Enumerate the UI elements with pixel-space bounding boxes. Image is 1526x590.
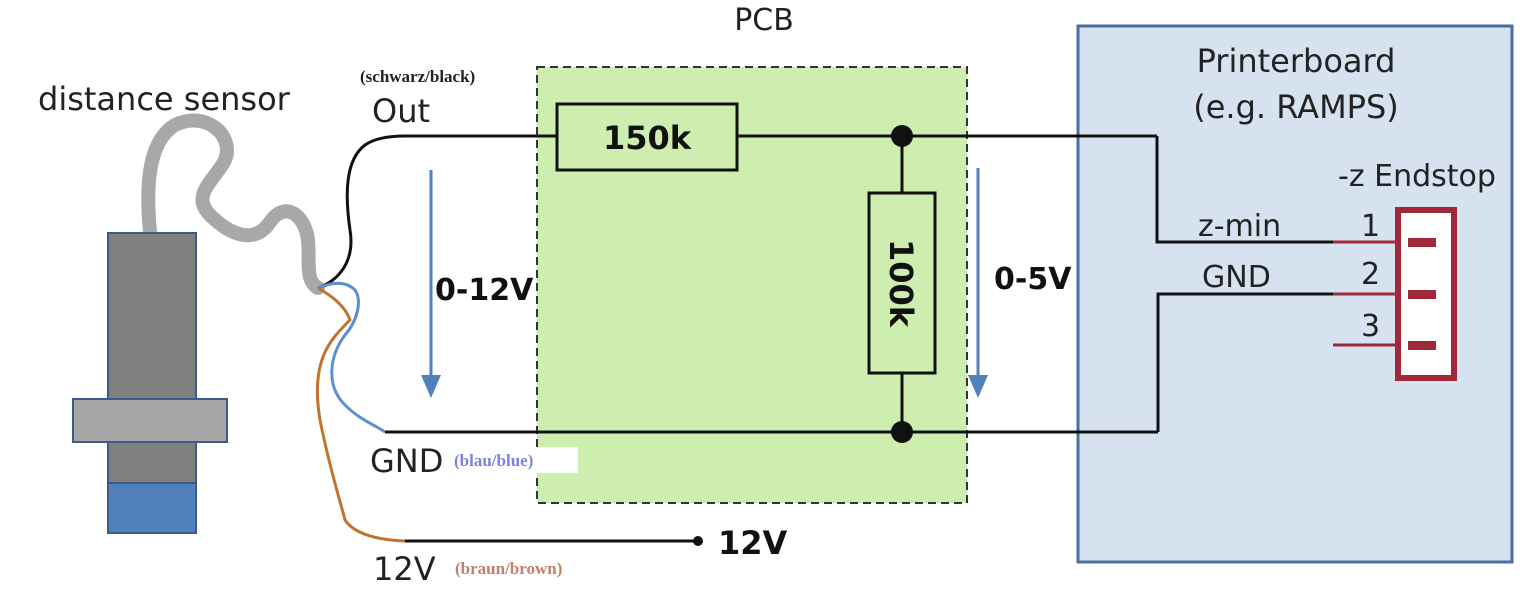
wire-brown-12v xyxy=(315,286,406,543)
resistor-100k-label: 100k xyxy=(882,239,920,328)
printerboard-subtitle: (e.g. RAMPS) xyxy=(1193,88,1399,126)
gnd-label: GND xyxy=(370,442,443,480)
pin-1-number: 1 xyxy=(1361,209,1380,244)
sensor-nut xyxy=(72,398,228,443)
sensor-cable xyxy=(141,113,325,295)
sensor-title: distance sensor xyxy=(38,80,291,118)
out-color-note: (schwarz/black) xyxy=(360,67,475,86)
arrow-input-head xyxy=(421,375,441,398)
wire-blue-gnd xyxy=(317,281,386,434)
resistor-100k xyxy=(867,191,937,375)
v12-color-note: (braun/brown) xyxy=(455,559,562,578)
pin-1 xyxy=(1408,238,1436,247)
terminal-12v-label: 12V xyxy=(718,524,788,562)
v12-label: 12V xyxy=(373,550,436,588)
pin-zmin-label: z-min xyxy=(1198,209,1281,244)
junction-bottom xyxy=(891,421,913,443)
out-label: Out xyxy=(372,92,430,130)
pin-3-number: 3 xyxy=(1361,309,1380,344)
endstop-title: -z Endstop xyxy=(1338,159,1496,194)
pin-3 xyxy=(1408,341,1436,350)
arrow-output-head xyxy=(968,375,988,398)
junction-top xyxy=(891,125,913,147)
pin-gnd-label: GND xyxy=(1202,260,1271,295)
resistor-150k-label: 150k xyxy=(603,119,692,157)
pin-2-number: 2 xyxy=(1361,257,1380,292)
voltage-input-label: 0-12V xyxy=(435,273,534,308)
resistor-150k xyxy=(555,102,739,172)
trace-zmin xyxy=(1155,136,1333,244)
gnd-note-bg xyxy=(452,447,578,473)
sensor-tip xyxy=(107,482,197,534)
gnd-color-note: (blau/blue) xyxy=(454,451,533,470)
voltage-output-label: 0-5V xyxy=(994,262,1072,297)
pin-2 xyxy=(1408,290,1436,299)
pcb-title: PCB xyxy=(734,3,794,38)
printerboard-title: Printerboard xyxy=(1197,42,1396,80)
wire-black-out xyxy=(317,134,406,290)
trace-gnd-board xyxy=(1156,292,1333,432)
terminal-12v xyxy=(693,536,703,546)
